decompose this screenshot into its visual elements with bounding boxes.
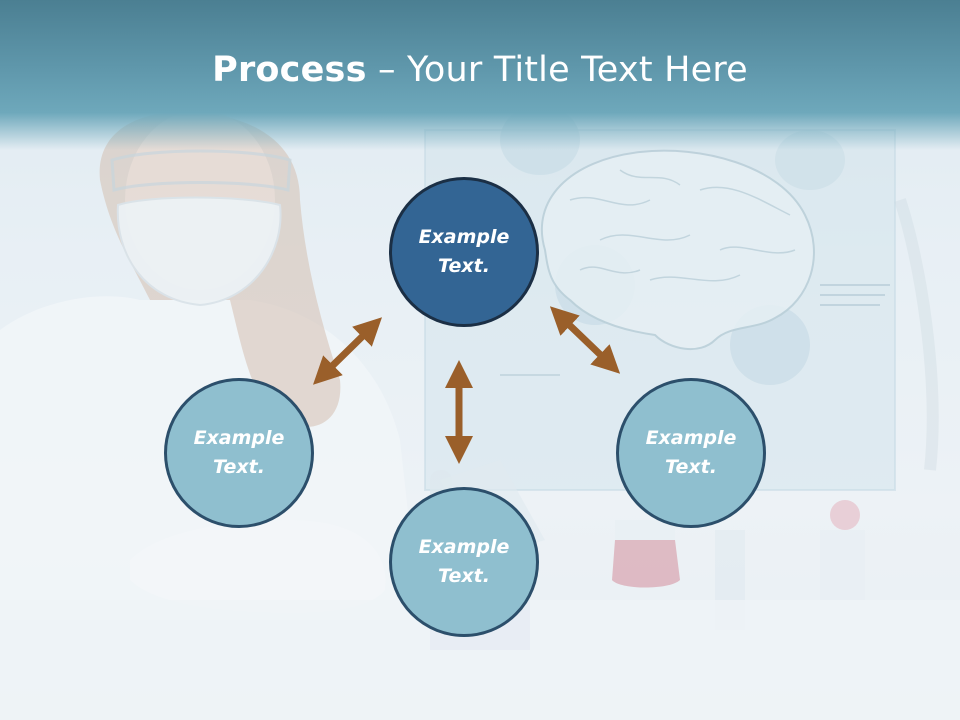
title-bold: Process [212,50,367,90]
node-right-text: Example Text. [645,427,737,478]
node-right[interactable]: Example Text. [616,378,766,528]
node-left[interactable]: Example Text. [164,378,314,528]
node-top[interactable]: Example Text. [389,177,539,327]
node-top-text: Example Text. [418,226,510,277]
node-bottom[interactable]: Example Text. [389,487,539,637]
node-bottom-text: Example Text. [418,536,510,587]
title-rest: – Your Title Text Here [366,50,748,90]
node-left-text: Example Text. [193,427,285,478]
title-bar: Process – Your Title Text Here [0,0,960,150]
slide-title: Process – Your Title Text Here [0,50,960,90]
